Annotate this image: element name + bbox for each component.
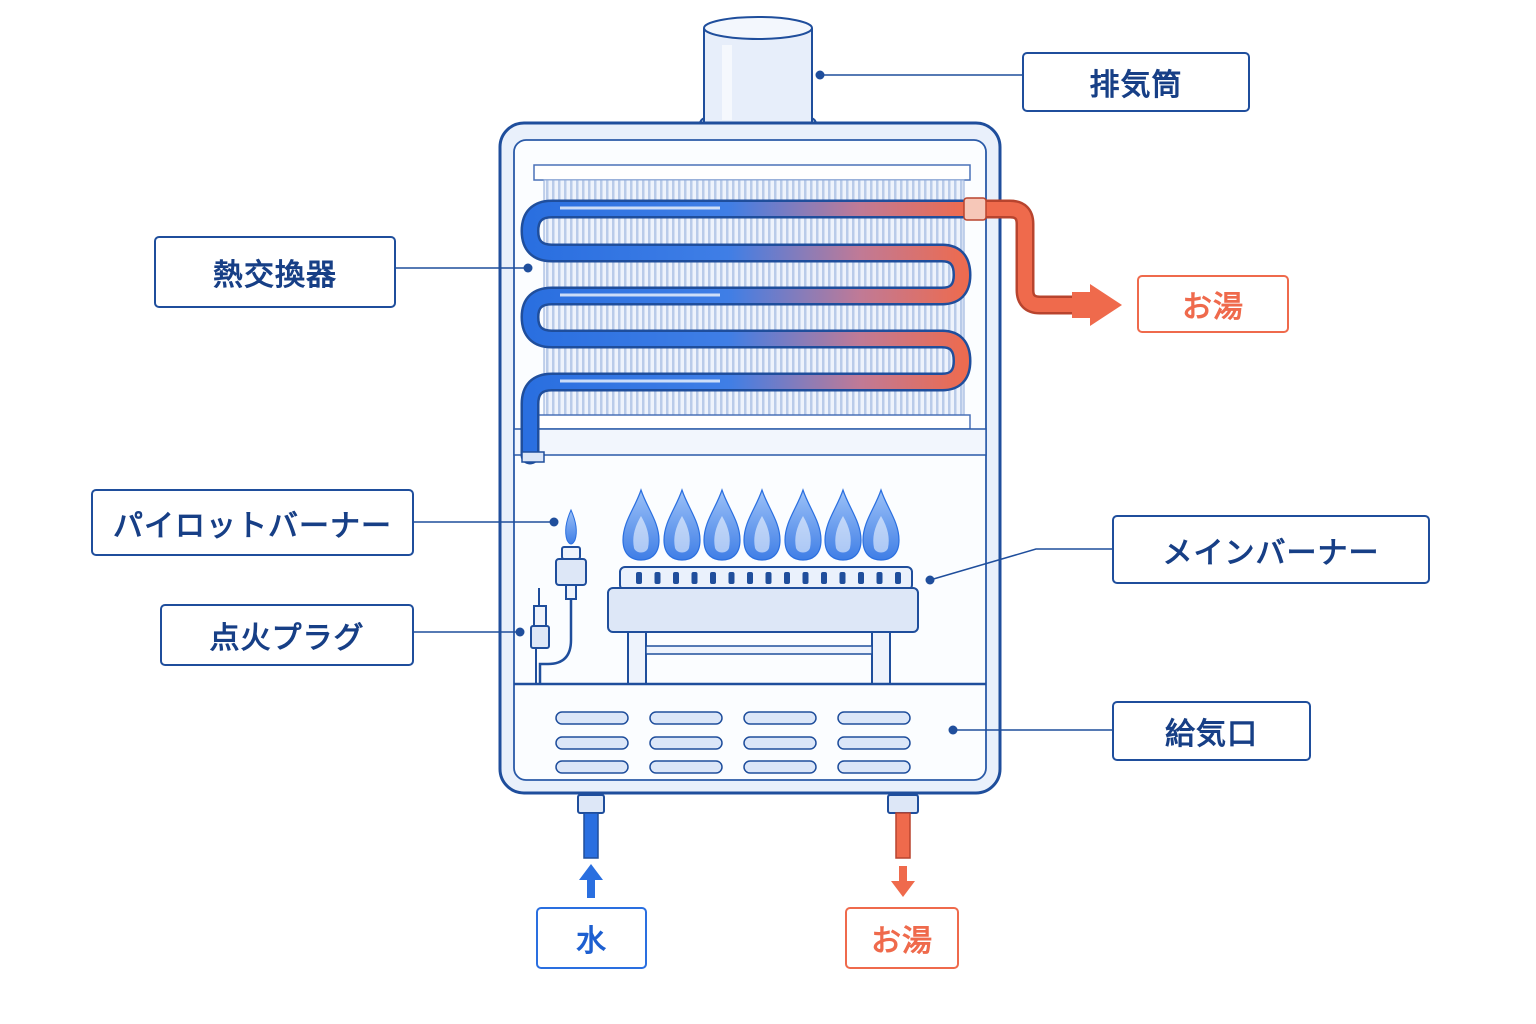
- burner-port: [654, 572, 661, 584]
- hot-water-outlet-pipe: [887, 794, 919, 897]
- burner-port: [802, 572, 809, 584]
- burner-port: [636, 572, 642, 584]
- ignition-plug: [530, 588, 550, 684]
- burner-port: [728, 572, 735, 584]
- louver-slot: [555, 711, 629, 725]
- label-hot-water-bottom: お湯: [845, 907, 959, 969]
- heat-exchanger-pipe: [520, 197, 1122, 465]
- burner-ports: [636, 572, 901, 584]
- louver-slot: [649, 711, 723, 725]
- label-air-intake: 給気口: [1112, 701, 1311, 761]
- burner-port: [747, 572, 753, 584]
- burner-port: [895, 572, 901, 584]
- louver-slot: [837, 736, 911, 750]
- louver-slot: [743, 711, 817, 725]
- burner-port: [710, 572, 716, 584]
- burner-port: [839, 572, 846, 584]
- burner-port: [673, 572, 679, 584]
- burner-port: [765, 572, 772, 584]
- burner-port: [691, 572, 698, 584]
- intake-louvers: [555, 711, 911, 774]
- label-exhaust-pipe: 排気筒: [1022, 52, 1250, 112]
- louver-slot: [649, 760, 723, 774]
- burner-port: [876, 572, 883, 584]
- louver-slot: [555, 736, 629, 750]
- main-burner-flames: [622, 488, 900, 561]
- label-pilot-burner: パイロットバーナー: [91, 489, 414, 556]
- water-in-arrow: [579, 864, 603, 898]
- louver-slot: [743, 760, 817, 774]
- burner-port: [858, 572, 864, 584]
- burner-port: [784, 572, 790, 584]
- louver-slot: [743, 736, 817, 750]
- louver-slot: [649, 736, 723, 750]
- water-inlet-pipe: [577, 794, 605, 898]
- hot-water-out-arrow: [891, 866, 915, 897]
- louver-slot: [555, 760, 629, 774]
- louver-slot: [837, 711, 911, 725]
- label-hot-water-out: お湯: [1137, 275, 1289, 333]
- hot-water-arrow-right: [1072, 284, 1122, 326]
- label-ignition-plug: 点火プラグ: [160, 604, 414, 666]
- louver-slot: [837, 760, 911, 774]
- pilot-burner: [538, 508, 587, 684]
- leader-lines: [396, 70, 1112, 735]
- label-main-burner: メインバーナー: [1112, 515, 1430, 584]
- burner-port: [821, 572, 827, 584]
- main-burner: [607, 566, 919, 685]
- air-intake: [514, 682, 986, 774]
- label-heat-exchanger: 熱交換器: [154, 236, 396, 308]
- label-water-in: 水: [536, 907, 647, 969]
